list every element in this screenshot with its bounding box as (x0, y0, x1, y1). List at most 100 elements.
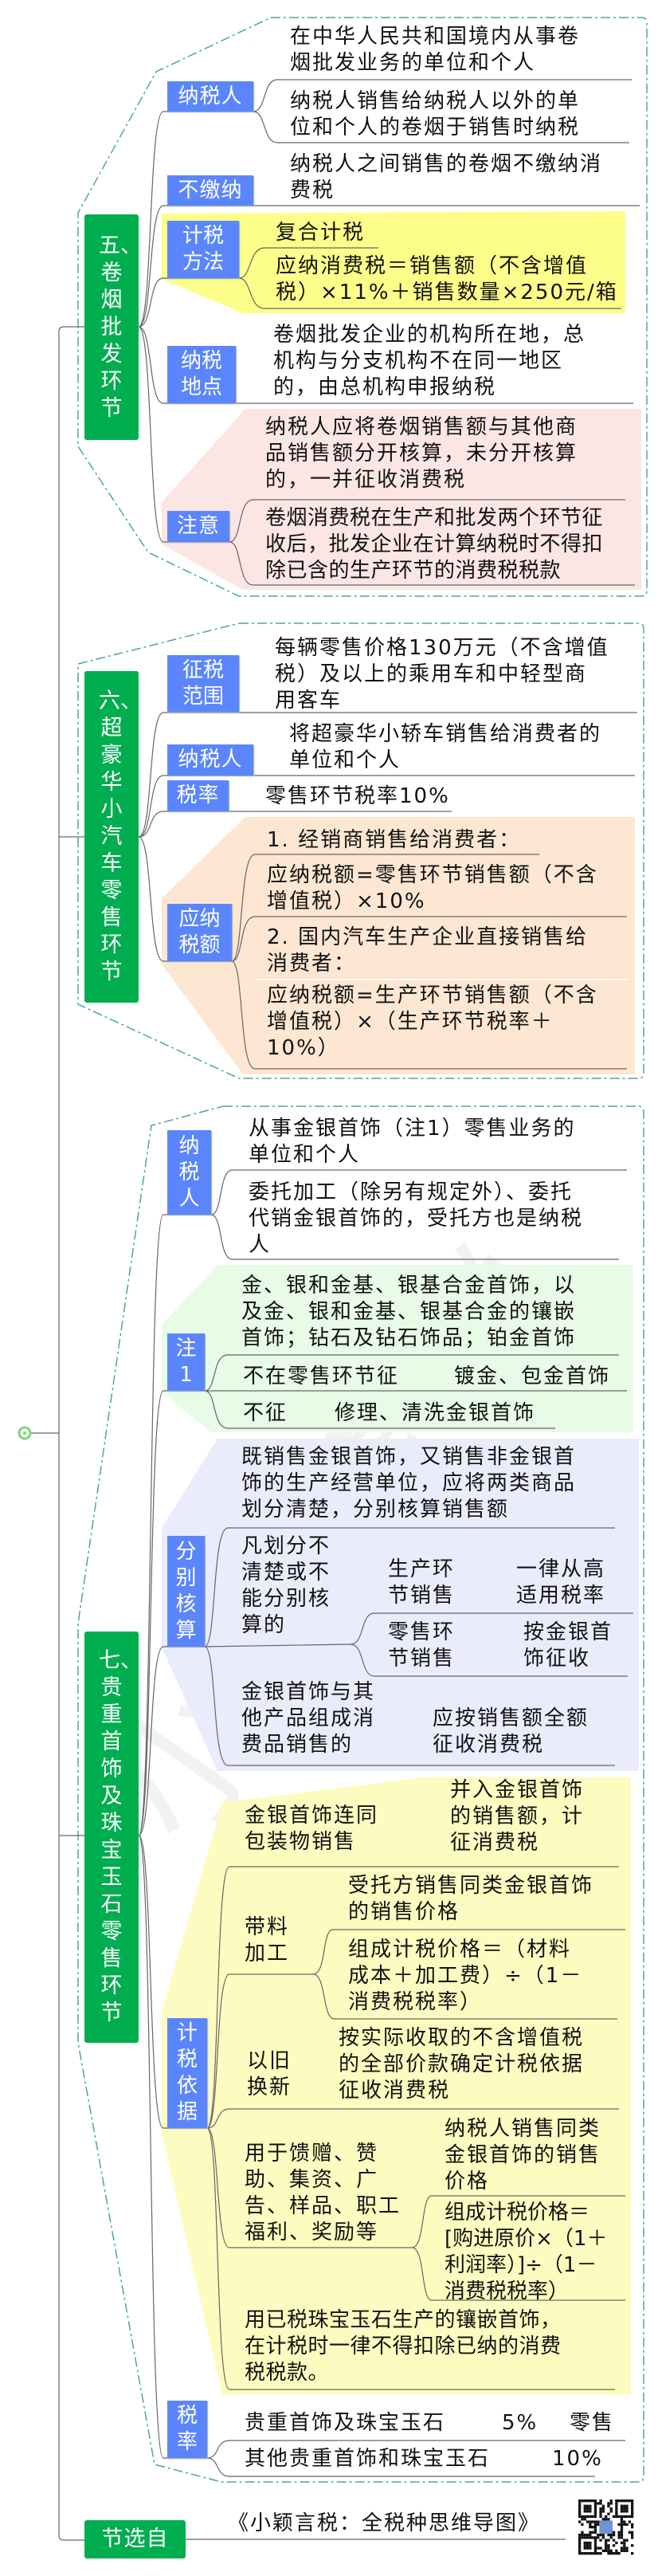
qr-module (631, 2507, 634, 2511)
qr-module (589, 2541, 592, 2545)
qr-module (586, 2536, 589, 2539)
qr-module (578, 2539, 582, 2542)
qr-module (609, 2552, 613, 2555)
section-5-node[interactable]: 五、卷烟批发环节 (84, 214, 142, 440)
s7-note1-not-retail-value: 镀金、包金首饰 (454, 1365, 611, 1388)
s7-separate-retail-rule: 按金银首 饰征收 (523, 1620, 613, 1671)
qr-module (620, 2526, 624, 2529)
qr-module (578, 2515, 582, 2519)
footer-source-node[interactable]: 节选自 (84, 2520, 186, 2558)
qr-module (625, 2549, 629, 2552)
qr-module (609, 2510, 613, 2513)
qr-module (586, 2520, 589, 2523)
qr-module (586, 2552, 589, 2555)
qr-module (615, 2549, 618, 2552)
qr-module (605, 2518, 608, 2521)
s6-amount-box (162, 817, 635, 1074)
qr-module (589, 2533, 592, 2537)
qr-module (607, 2544, 610, 2547)
s5-note-label[interactable]: 注意 (167, 511, 229, 542)
qr-module (605, 2541, 608, 2545)
qr-module (620, 2510, 624, 2513)
qr-module (591, 2499, 594, 2503)
s7-basis-label[interactable]: 计税依据 (167, 2018, 207, 2128)
qr-module (623, 2510, 626, 2513)
qr-module (625, 2539, 629, 2542)
qr-module (625, 2547, 629, 2550)
qr-module (578, 2533, 582, 2537)
s7-separate-combo-rule: 应按销售额全额 征收消费税 (433, 1706, 589, 1757)
qr-module (623, 2499, 626, 2503)
s6-outline (77, 622, 644, 1079)
qr-module (617, 2531, 621, 2534)
qr-module (583, 2507, 586, 2511)
qr-module (617, 2536, 621, 2539)
s7-separate-production-rule: 一律从高 适用税率 (516, 1557, 606, 1608)
qr-module (597, 2552, 600, 2555)
qr-module (601, 2533, 605, 2537)
qr-module (620, 2515, 624, 2519)
qr-module (609, 2502, 613, 2505)
s7-note1-label[interactable]: 注1 (167, 1333, 205, 1391)
qr-code-icon (578, 2499, 634, 2555)
qr-module (597, 2502, 600, 2505)
qr-module (623, 2515, 626, 2519)
qr-module (593, 2526, 597, 2529)
qr-module (615, 2510, 618, 2513)
s5-place-label[interactable]: 纳税地点 (167, 346, 236, 403)
qr-module (591, 2536, 594, 2539)
qr-module (586, 2544, 589, 2547)
qr-module (601, 2549, 605, 2552)
s6-scope-text: 每辆零售价格130万元（不含增值 税）及以上的乘用车和中轻型商 用客车 (275, 636, 609, 713)
s7-basis-processing: 带料 加工 (245, 1915, 290, 1965)
qr-module (609, 2533, 613, 2537)
qr-module (601, 2507, 605, 2511)
s7-basis-gift: 用于馈赠、赞 助、集资、广 告、样品、职工 福利、奖励等 (245, 2142, 401, 2244)
qr-module (589, 2510, 592, 2513)
qr-module (599, 2533, 602, 2537)
qr-module (607, 2502, 610, 2505)
section-7-node[interactable]: 七、贵重首饰及珠宝玉石零售环节 (84, 1632, 142, 2043)
qr-module (605, 2547, 608, 2550)
qr-module (586, 2533, 589, 2537)
s5-taxpayer-label[interactable]: 纳税人 (167, 81, 253, 112)
s7-taxpayer-label[interactable]: 纳税人 (167, 1130, 211, 1215)
qr-module (612, 2539, 616, 2542)
s6-amount-label[interactable]: 应纳税额 (167, 904, 232, 961)
qr-module (617, 2515, 621, 2519)
s6-amount-item: 1. 经销商销售给消费者： (267, 828, 522, 852)
qr-module (583, 2518, 586, 2521)
s7-rate-label[interactable]: 税率 (167, 2401, 207, 2458)
qr-module (589, 2526, 592, 2529)
qr-module (593, 2523, 597, 2526)
s6-rate-label[interactable]: 税率 (167, 780, 229, 811)
qr-module (578, 2502, 582, 2505)
qr-module (609, 2507, 613, 2511)
qr-module (597, 2523, 600, 2526)
qr-module (625, 2510, 629, 2513)
qr-module (623, 2547, 626, 2550)
qr-module (605, 2549, 608, 2552)
qr-module (620, 2518, 624, 2521)
qr-module (628, 2520, 631, 2523)
s7-note1-scope: 金、银和金基、银基合金首饰，以 及金、银和金基、银基合金的镶嵌 首饰；钻石及钻石… (241, 1274, 577, 1350)
qr-module (593, 2547, 597, 2550)
s7-separate-label[interactable]: 分别核算 (167, 1536, 205, 1647)
qr-module (631, 2504, 634, 2507)
s5-exempt-label[interactable]: 不缴纳 (167, 175, 253, 206)
s5-method-label[interactable]: 计税方法 (167, 221, 239, 278)
qr-module (578, 2520, 582, 2523)
qr-module (631, 2526, 634, 2529)
qr-module (591, 2531, 594, 2534)
s7-separate-retail: 零售环 节销售 (388, 1620, 456, 1671)
qr-module (583, 2533, 586, 2537)
qr-module (591, 2520, 594, 2523)
s6-scope-label[interactable]: 征税范围 (167, 655, 239, 712)
qr-module (607, 2539, 610, 2542)
s7-taxpayer-item: 从事金银首饰（注1）零售业务的 单位和个人 (249, 1117, 576, 1167)
qr-logo (599, 2520, 613, 2534)
root-node-icon (18, 1426, 32, 1440)
s6-taxpayer-label[interactable]: 纳税人 (167, 744, 253, 776)
qr-module (620, 2547, 624, 2550)
section-6-node[interactable]: 六、超豪华小汽车零售环节 (84, 671, 142, 1003)
